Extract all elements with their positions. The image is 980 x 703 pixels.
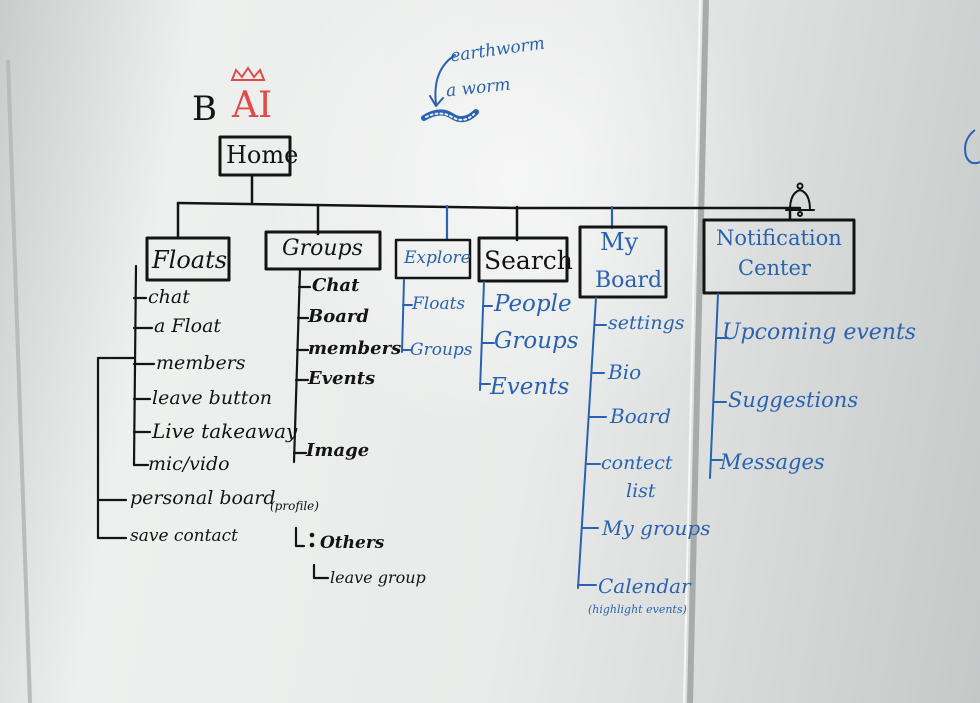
groups-item-leave-group: leave group: [330, 568, 426, 587]
explore-title: Explore: [404, 248, 471, 268]
floats-item-members: members: [156, 352, 246, 374]
notification-box: [702, 218, 856, 295]
groups-item-image: Image: [306, 440, 370, 461]
floats-tree: [96, 264, 156, 540]
floats-item-chat: chat: [148, 286, 190, 308]
floats-title: Floats: [152, 246, 228, 274]
notification-item-suggestions: Suggestions: [728, 388, 859, 412]
glass-seam-highlight: [683, 0, 701, 703]
explore-tree: [401, 279, 413, 353]
search-item-groups: Groups: [494, 328, 579, 354]
bell-icon: [785, 182, 815, 217]
myboard-calendar-note: (highlight events): [588, 603, 687, 616]
explore-item-floats: Floats: [412, 294, 466, 314]
floats-item-a-float: a Float: [154, 315, 222, 337]
myboard-box: [578, 225, 668, 299]
notification-title-line2: Center: [738, 256, 811, 280]
main-branch: [176, 201, 802, 210]
myboard-item-contect: contect: [601, 452, 673, 474]
myboard-tree: [577, 297, 607, 589]
logo-ai: AI: [232, 85, 273, 126]
crown-icon: [230, 66, 266, 81]
search-item-people: People: [494, 291, 572, 317]
floats-item-live-takeaway: Live takeaway: [152, 419, 298, 443]
notification-item-upcoming-events: Upcoming events: [722, 320, 917, 345]
partial-letter-edge: [964, 129, 980, 165]
personal-board-label: personal board: [130, 487, 276, 509]
floats-box: [145, 236, 231, 282]
notification-tree: [709, 293, 729, 479]
myboard-item-my-groups: My groups: [602, 516, 711, 540]
search-item-events: Events: [490, 374, 570, 400]
search-tree: [479, 281, 495, 391]
glass-edge-left: [6, 59, 32, 703]
floats-item-mic-vido: mic/vido: [148, 453, 230, 475]
earthworm-arrow: [429, 54, 456, 107]
myboard-item-settings: settings: [608, 312, 685, 334]
groups-title: Groups: [282, 236, 363, 261]
groups-box: [264, 230, 382, 271]
myboard-title-line2: Board: [595, 268, 663, 293]
worm-segments: [425, 112, 475, 121]
explore-item-groups: Groups: [410, 340, 473, 360]
groups-tree: [292, 268, 330, 580]
home-label: Home: [226, 141, 299, 169]
myboard-item-calendar: Calendar: [598, 574, 691, 598]
groups-item-chat: Chat: [312, 275, 360, 296]
groups-item-board: Board: [308, 306, 369, 327]
notification-item-messages: Messages: [720, 450, 825, 474]
save-contact-label: save contact: [130, 526, 238, 546]
search-box: [477, 236, 569, 283]
glass-seam: [687, 0, 709, 703]
myboard-item-board: Board: [610, 404, 672, 428]
personal-board-note: (profile): [270, 499, 319, 513]
logo-b: B: [192, 89, 217, 129]
myboard-item-bio: Bio: [608, 360, 642, 384]
groups-item-events: Events: [308, 368, 376, 389]
home-box: [218, 135, 292, 177]
search-title: Search: [484, 246, 573, 275]
floats-item-leave-button: leave button: [152, 387, 273, 409]
explore-box: [394, 238, 472, 280]
groups-item-others: Others: [320, 533, 385, 553]
groups-item-members: members: [308, 338, 402, 359]
notification-title-line1: Notification: [716, 226, 842, 250]
myboard-title-line1: My: [600, 228, 639, 256]
myboard-item-list: list: [626, 480, 656, 502]
